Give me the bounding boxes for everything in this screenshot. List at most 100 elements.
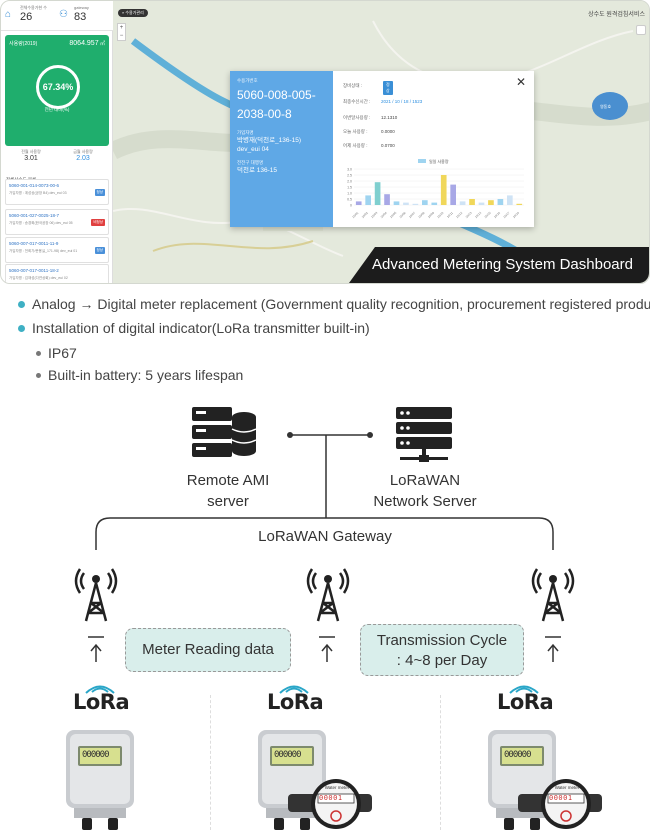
layers-icon[interactable] (636, 25, 646, 35)
y-tick-label: 3.0 (347, 167, 352, 171)
x-tick-label: 10/04 (380, 211, 388, 219)
status-badge: 정상 (94, 247, 105, 254)
transmission-cycle-title: Transmission Cycle (376, 632, 508, 649)
bullet-text: Analog → Digital meter replacement (Gove… (32, 296, 650, 312)
x-tick-label: 10/02 (361, 211, 369, 219)
water-meter-counter: 00001 (319, 794, 343, 802)
bar (497, 199, 504, 205)
y-tick-label: 0 (350, 203, 352, 207)
usage-summary-card: 사용량(2019) 8064.957 ㎥ 67.34% 전년 대비(%) (5, 35, 109, 146)
transmission-cycle-box: Transmission Cycle : 4~8 per Day (360, 624, 524, 676)
x-tick-label: 10/12 (455, 211, 463, 219)
subscriber-name: 박병재(덕천로_136-15) (237, 137, 302, 144)
gateway-icon: ⚇ (59, 9, 68, 20)
bar (478, 202, 485, 205)
lora-logo: LoRa (73, 690, 130, 714)
server-stack-icon (192, 407, 257, 457)
y-tick-label: 0.5 (347, 197, 352, 201)
x-tick-label: 10/03 (370, 211, 378, 219)
indicator-display: 000000 (274, 750, 301, 760)
x-tick-label: 10/13 (465, 211, 473, 219)
popup-info-row: 이번달사용량 :12.1310 (343, 115, 397, 121)
info-value: 2021 / 10 / 18 / 1523 (381, 99, 423, 104)
status-badge: 정상 (94, 189, 105, 196)
meter-id: 5060-007-017-0011-11-9 (9, 241, 59, 246)
bullet-text: Installation of digital indicator(LoRa t… (32, 320, 370, 336)
dashboard-screenshot: » 수용가관리 +− 상수도 원격검침서비스 영동호 ⌂ 전체수용가현 수 26… (0, 0, 650, 284)
stat-gateway-value: 83 (74, 11, 87, 23)
lora-signal-icon (509, 685, 539, 694)
popup-info-row: 장비상태 : 정상 (343, 81, 393, 95)
x-tick-label: 10/06 (399, 211, 407, 219)
map-title: 상수도 원격검침서비스 (588, 12, 645, 18)
meter-list-item[interactable]: 5060-007-017-0011-18-2 가입자명 : 김재성(다연상회) d… (5, 264, 109, 283)
sub-bullet-dot (36, 351, 41, 356)
gateway-tower-icon (74, 568, 118, 622)
lorawan-gateway-label: LoRaWAN Gateway (258, 528, 392, 545)
close-icon[interactable]: ✕ (515, 75, 526, 89)
x-tick-label: 10/18 (512, 211, 520, 219)
y-tick-label: 1.0 (347, 191, 352, 195)
bar (440, 175, 447, 205)
legend-swatch (418, 159, 426, 163)
transmission-cycle-value: : 4~8 per Day (396, 652, 488, 669)
bullet-dot (18, 325, 25, 332)
map-tab-label: 수용가관리 (125, 10, 144, 15)
customer-no-label: 수용가번호 (237, 78, 258, 83)
bar (403, 202, 409, 205)
x-tick-label: 10/01 (351, 211, 359, 219)
info-label: 어제 사용량 : (343, 143, 368, 148)
x-tick-label: 10/07 (408, 211, 416, 219)
network-server-icon (396, 407, 452, 462)
status-badge: 정상 (383, 81, 393, 95)
bar (355, 201, 362, 205)
dev-eui: dev_eui 04 (237, 146, 269, 153)
bar (431, 202, 438, 205)
stat-gateway-label: gateway (74, 5, 89, 10)
lorawan-network-server-label: LoRaWAN Network Server (360, 470, 490, 512)
info-label: 장비상태 : (343, 83, 363, 88)
remote-ami-server-label: Remote AMI server (180, 470, 276, 512)
network-server-line1: LoRaWAN (389, 472, 461, 489)
gateway-tower-icon (531, 568, 575, 622)
bar (365, 195, 371, 205)
bar (384, 194, 390, 205)
info-label: 최종수신시간 : (343, 99, 371, 104)
uplink-arrow-icon (545, 636, 561, 662)
sub-bullet-text: IP67 (48, 345, 77, 361)
info-value: 0.0700 (381, 143, 395, 148)
stat-meters-value: 26 (20, 11, 33, 23)
meter-id: 5060-007-017-0011-18-2 (9, 268, 59, 273)
home-icon: ⌂ (5, 9, 12, 20)
lora-meter-assembly: 000000 Water meter 00001 (252, 728, 372, 833)
lora-transmitter-device: 000000 (60, 728, 140, 833)
meter-subscriber: 가입자명 : 송경희(한국공장 06) dev_eui 05 (9, 221, 73, 225)
subscriber-label: 가입자명 (237, 130, 254, 135)
lora-signal-icon (279, 685, 309, 694)
legend-label: 일일 사용량 (429, 159, 449, 164)
y-tick-label: 2.0 (347, 179, 352, 183)
bar (422, 200, 428, 205)
x-tick-label: 10/10 (436, 211, 444, 219)
popup-info-row: 최종수신시간 : 2021 / 10 / 18 / 1523 (343, 99, 422, 105)
meter-detail-popup: 수용가번호 5060-008-005-2038-00-8 가입자명 박병재(덕천… (230, 71, 534, 227)
bar (374, 182, 381, 205)
map-tab[interactable]: » 수용가관리 (118, 9, 148, 17)
meter-subscriber: 가입자명 : 김재성(다연상회) dev_eui 02 (9, 276, 68, 280)
info-value: 12.1310 (381, 115, 398, 120)
x-tick-label: 10/08 (417, 211, 425, 219)
usage-value: 8064.957 (69, 40, 99, 47)
lora-meter-assembly: 000000 Water meter 00001 (482, 728, 602, 833)
usage-gauge: 67.34% (36, 65, 80, 109)
remote-server-line2: server (207, 493, 249, 510)
indicator-display: 000000 (82, 750, 109, 760)
x-tick-label: 10/09 (427, 211, 435, 219)
bar (488, 200, 494, 205)
zoom-control[interactable]: +− (117, 23, 126, 41)
